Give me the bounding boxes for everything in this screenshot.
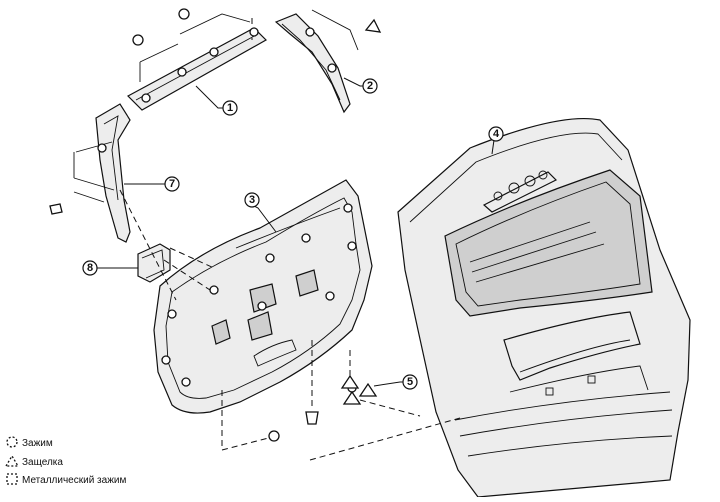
clip-icon xyxy=(209,47,219,57)
tailgate-door xyxy=(397,117,691,498)
legend-metal-clip-icon xyxy=(6,473,18,485)
clip-icon xyxy=(178,8,190,20)
left-side-trim xyxy=(73,103,131,243)
clip-markers xyxy=(97,8,357,442)
legend-metal-clip-label: Металлический зажим xyxy=(22,475,126,486)
clip-icon xyxy=(209,285,219,295)
clip-icon xyxy=(177,67,187,77)
callout-2: 2 xyxy=(362,78,378,94)
callout-5: 5 xyxy=(402,374,418,390)
callout-8: 8 xyxy=(82,260,98,276)
clip-icon xyxy=(268,430,280,442)
svg-text:7: 7 xyxy=(169,178,175,190)
legend: Зажим Защелка Металлический зажим xyxy=(4,436,126,486)
legend-clip-icon xyxy=(6,436,18,448)
screw-icon xyxy=(305,411,319,425)
svg-text:1: 1 xyxy=(227,102,233,114)
svg-text:4: 4 xyxy=(493,128,500,140)
legend-latch-label: Защелка xyxy=(22,457,63,468)
svg-text:8: 8 xyxy=(87,262,93,274)
svg-text:5: 5 xyxy=(407,376,413,388)
assembly-lines xyxy=(119,18,461,461)
latch-icon xyxy=(342,390,362,405)
clip-icon xyxy=(343,203,353,213)
clip-icon xyxy=(181,377,191,387)
metal-clip-icon xyxy=(49,203,63,215)
latch-icon xyxy=(340,374,360,389)
clip-icon xyxy=(132,34,144,46)
clip-icon xyxy=(301,233,311,243)
clip-icon xyxy=(265,253,275,263)
right-upper-trim xyxy=(274,9,359,114)
callout-3: 3 xyxy=(244,192,260,208)
clip-icon xyxy=(141,93,151,103)
clip-icon xyxy=(325,291,335,301)
legend-clip-label: Зажим xyxy=(22,438,53,449)
clip-icon xyxy=(161,355,171,365)
clip-icon xyxy=(97,143,107,153)
fasteners xyxy=(49,203,319,425)
clip-icon xyxy=(305,27,315,37)
latch-icon xyxy=(364,18,382,33)
inner-trim-panel xyxy=(153,179,373,414)
clip-icon xyxy=(347,241,357,251)
clip-icon xyxy=(249,27,259,37)
clip-icon xyxy=(167,309,177,319)
svg-text:2: 2 xyxy=(367,80,373,92)
legend-latch-icon xyxy=(4,454,20,467)
latch-bracket xyxy=(137,243,171,283)
clip-icon xyxy=(327,63,337,73)
callout-4: 4 xyxy=(488,126,504,142)
latch-icon xyxy=(358,382,378,397)
callout-7: 7 xyxy=(164,176,180,192)
callout-1: 1 xyxy=(222,100,238,116)
latch-markers xyxy=(340,18,382,405)
svg-text:3: 3 xyxy=(249,194,255,206)
clip-icon xyxy=(257,301,267,311)
